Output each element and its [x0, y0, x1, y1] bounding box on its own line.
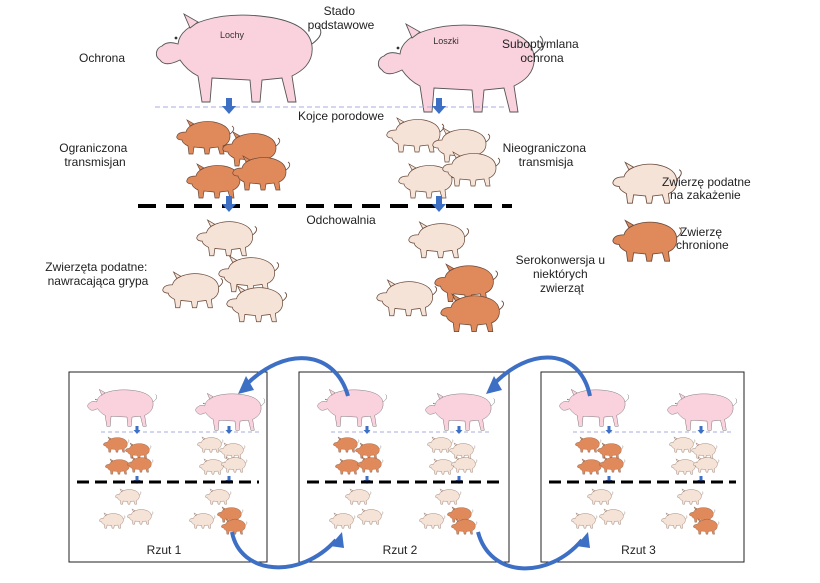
- batch-panels: Rzut 1 Rzut 2 Rzut 3: [68, 371, 745, 563]
- panel-rzut-3: Rzut 3: [540, 371, 745, 563]
- label-stado: Stado podstawowe: [308, 4, 375, 32]
- main-diagram: Lochy Loszki Stado podstawowe Ochrona Su…: [45, 4, 609, 333]
- panel-label: Rzut 3: [621, 543, 656, 557]
- sow-label-loszki: Loszki: [433, 36, 459, 46]
- curve-arrow-1: [243, 356, 350, 397]
- piglets-protected-left: [176, 119, 291, 199]
- cycle-arrows: [230, 355, 592, 571]
- arrow-down-icon: [432, 98, 446, 114]
- nursery-right: [376, 221, 504, 333]
- piglets-susceptible-right: [386, 117, 501, 199]
- curve-arrow-3: [490, 355, 592, 397]
- label-ograniczona: Ograniczona transmisjan: [59, 141, 130, 169]
- panel-rzut-2: Rzut 2: [298, 371, 510, 563]
- label-ochrona: Ochrona: [79, 51, 125, 65]
- arrow-down-icon: [432, 196, 446, 212]
- arrow-down-icon: [222, 98, 236, 114]
- legend-protected: Zwierzę chronione: [612, 219, 729, 262]
- svg-text:Zwierzę chronione: Zwierzę chronione: [676, 225, 729, 252]
- panel-label: Rzut 2: [383, 543, 418, 557]
- label-kojce: Kojce porodowe: [298, 109, 384, 123]
- label-suboptymalna: Suboptymlana ochrona: [502, 37, 582, 65]
- label-nieograniczona: Nieograniczona transmisja: [503, 141, 590, 169]
- curve-arrow-2: [230, 531, 338, 570]
- legend-susceptible: Zwierzę podatne na zakażenie: [612, 161, 754, 204]
- curve-arrow-4: [476, 531, 584, 571]
- sow-left: Lochy: [155, 13, 322, 103]
- legend: Zwierzę podatne na zakażenie Zwierzę chr…: [612, 161, 754, 262]
- arrow-down-icon: [222, 196, 236, 212]
- panel-label: Rzut 1: [147, 543, 182, 557]
- label-serokonwersja: Serokonwersja u niektórych zwierząt: [516, 253, 609, 295]
- label-odchowalnia: Odchowalnia: [306, 213, 376, 227]
- sow-label-lochy: Lochy: [220, 30, 245, 40]
- nursery-left: [162, 219, 288, 323]
- svg-text:Zwierzę podatne na zak: Zwierzę podatne na zakażenie: [662, 175, 754, 202]
- panel-rzut-1: Rzut 1: [68, 371, 268, 563]
- sow-right: Loszki: [377, 23, 544, 113]
- label-zwierzeta-podatne: Zwierzęta podatne: nawracająca grypa: [45, 260, 150, 288]
